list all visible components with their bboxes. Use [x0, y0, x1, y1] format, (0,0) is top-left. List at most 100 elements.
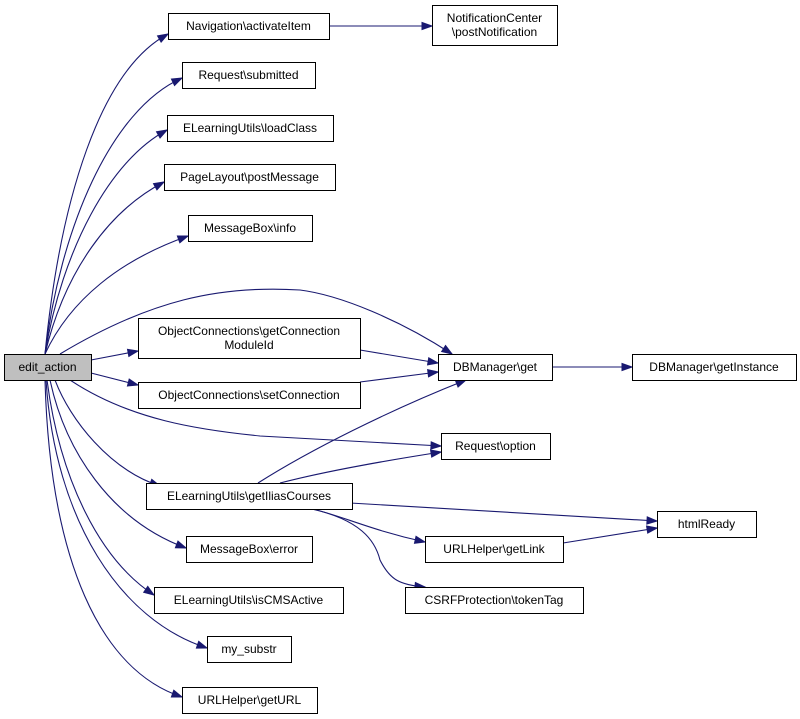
node-box [182, 62, 316, 89]
node-box [632, 354, 797, 381]
edge-line [359, 349, 439, 364]
nodes-layer: edit_action Navigation\activateItem Notifi… [4, 5, 797, 714]
node-label: ELearningUtils\isCMSActive [174, 593, 324, 607]
node-box [438, 354, 553, 381]
edge-line [46, 379, 155, 596]
edge-line [49, 379, 187, 549]
edge-line [45, 379, 208, 649]
node-label: Navigation\activateItem [186, 19, 311, 33]
arrowhead-icon [646, 516, 659, 525]
edge-edit-action-to-mb-error [49, 379, 188, 549]
node-label: edit_action [18, 360, 76, 374]
edge-line [349, 502, 658, 522]
node-label: ELearningUtils\getIliasCourses [167, 489, 331, 503]
node-el-ilias[interactable]: ELearningUtils\getIliasCourses [146, 483, 353, 510]
node-box [168, 13, 330, 40]
node-db-get[interactable]: DBManager\get [438, 354, 553, 381]
node-label: Request\option [455, 439, 536, 453]
arrowhead-icon [413, 535, 427, 544]
arrowhead-icon [454, 379, 468, 388]
node-label: htmlReady [678, 517, 735, 531]
node-url-geturl[interactable]: URLHelper\getURL [182, 687, 318, 714]
arrowhead-icon [142, 585, 156, 596]
node-pl-postmsg[interactable]: PageLayout\postMessage [164, 164, 336, 191]
edge-edit-action-to-oc-getconn [90, 348, 140, 361]
edge-edit-action-to-db-get [59, 288, 454, 355]
node-box [425, 536, 564, 563]
node-label: \postNotification [452, 25, 537, 39]
node-label: MessageBox\info [204, 221, 296, 235]
node-box [188, 215, 313, 242]
node-req-submitted[interactable]: Request\submitted [182, 62, 316, 89]
edge-nav-activate-to-notif-post [329, 21, 434, 31]
node-oc-setconn[interactable]: ObjectConnections\setConnection [138, 382, 361, 409]
edge-edit-action-to-el-loadclass [44, 129, 169, 355]
node-csrf-token[interactable]: CSRFProtection\tokenTag [405, 587, 584, 614]
arrowhead-icon [126, 378, 140, 387]
arrowhead-icon [176, 235, 190, 244]
edge-line [562, 527, 658, 544]
edge-line [44, 235, 189, 355]
node-htmlready[interactable]: htmlReady [657, 511, 757, 538]
node-nav-activate[interactable]: Navigation\activateItem [168, 13, 330, 40]
node-el-loadclass[interactable]: ELearningUtils\loadClass [167, 115, 334, 142]
node-label: Request\submitted [198, 68, 298, 82]
edge-oc-setconn-to-db-get [359, 369, 440, 383]
node-box [146, 483, 353, 510]
edge-line [69, 379, 442, 447]
edge-edit-action-to-my-substr [45, 379, 209, 649]
edge-edit-action-to-req-submitted [44, 77, 184, 355]
edge-edit-action-to-oc-setconn [90, 372, 140, 387]
node-url-getlink[interactable]: URLHelper\getLink [425, 536, 564, 563]
node-el-iscms[interactable]: ELearningUtils\isCMSActive [154, 587, 344, 614]
node-my-substr[interactable]: my_substr [207, 636, 292, 663]
arrowhead-icon [174, 540, 188, 549]
edge-line [59, 288, 453, 355]
node-label: ModuleId [224, 338, 273, 352]
node-box [164, 164, 336, 191]
edge-edit-action-to-mb-info [44, 235, 190, 355]
node-box [405, 587, 584, 614]
node-mb-info[interactable]: MessageBox\info [188, 215, 313, 242]
node-label: ObjectConnections\getConnection [158, 324, 340, 338]
node-box [182, 687, 318, 714]
node-box [186, 536, 313, 563]
node-label: MessageBox\error [200, 542, 298, 556]
node-notif-post[interactable]: NotificationCenter\postNotification [432, 5, 558, 46]
node-label: PageLayout\postMessage [180, 170, 319, 184]
edge-edit-action-to-pl-postmsg [44, 181, 166, 355]
arrowhead-icon [421, 21, 434, 31]
node-box [432, 5, 558, 46]
node-box [154, 587, 344, 614]
node-req-option[interactable]: Request\option [441, 433, 551, 460]
edge-oc-getconn-to-db-get [359, 349, 440, 366]
node-label: URLHelper\getURL [198, 693, 302, 707]
node-mb-error[interactable]: MessageBox\error [186, 536, 313, 563]
edge-el-ilias-to-db-get [257, 379, 468, 484]
node-box [657, 511, 757, 538]
node-box [138, 318, 361, 359]
node-label: URLHelper\getLink [443, 542, 545, 556]
edge-line [279, 451, 442, 484]
arrowhead-icon [430, 441, 443, 450]
node-label: my_substr [221, 642, 276, 656]
arrowhead-icon [427, 369, 440, 378]
node-box [207, 636, 292, 663]
node-label: NotificationCenter [447, 11, 542, 25]
node-label: DBManager\getInstance [649, 360, 779, 374]
node-box [4, 354, 92, 381]
node-box [138, 382, 361, 409]
node-edit-action[interactable]: edit_action [4, 354, 92, 381]
edge-edit-action-to-el-iscms [46, 379, 156, 596]
node-db-getinst[interactable]: DBManager\getInstance [632, 354, 797, 381]
arrowhead-icon [195, 640, 209, 649]
edge-line [44, 379, 183, 698]
arrowhead-icon [170, 77, 184, 87]
arrowhead-icon [155, 129, 169, 139]
node-label: ELearningUtils\loadClass [183, 121, 317, 135]
node-label: ObjectConnections\setConnection [158, 388, 339, 402]
edges-layer [44, 21, 659, 698]
arrowhead-icon [621, 362, 634, 372]
